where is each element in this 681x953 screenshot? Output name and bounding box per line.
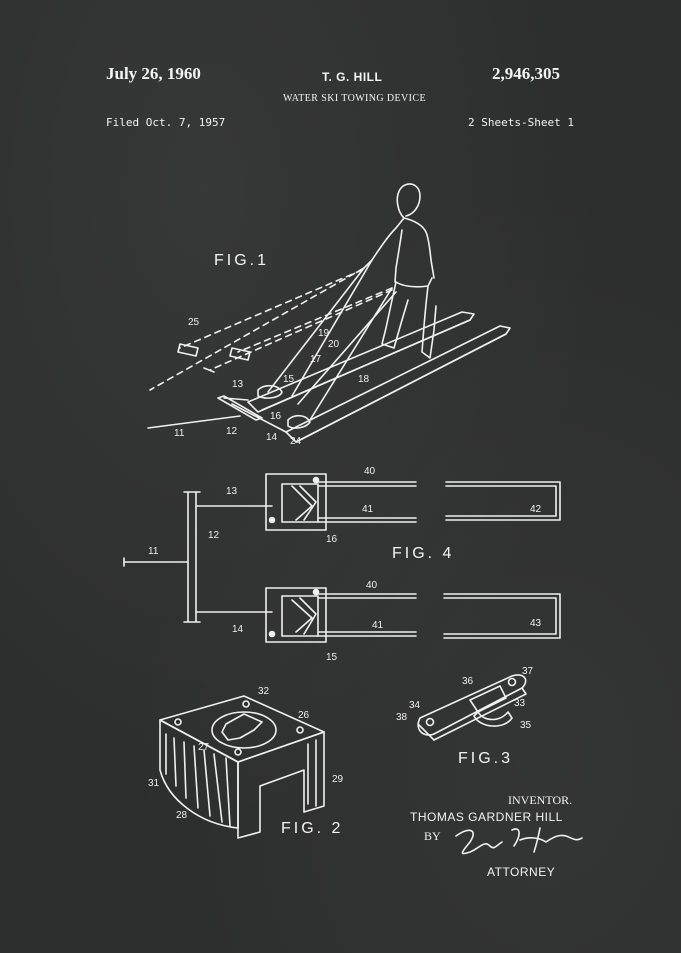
filed-date: Filed Oct. 7, 1957 — [106, 116, 226, 129]
ref-11-fig4: 11 — [148, 546, 159, 557]
mount-plate-upper — [265, 473, 327, 531]
ref-37: 37 — [522, 666, 534, 677]
fig2-drawing — [159, 695, 325, 839]
fig3-label: FIG.3 — [458, 750, 514, 767]
ref-14-fig4: 14 — [232, 624, 244, 635]
tow-line — [267, 259, 397, 421]
block-hatch — [165, 733, 317, 827]
binding-center — [469, 685, 507, 713]
inventor-short-name: T. G. HILL — [322, 70, 383, 84]
mount-plate-lower — [265, 587, 327, 643]
attorney-signature — [455, 827, 583, 855]
ref-14-fig1: 14 — [266, 432, 278, 443]
mount-detail-lower — [281, 595, 319, 637]
ref-41-upper: 41 — [362, 504, 374, 515]
ref-17: 17 — [310, 354, 322, 365]
attorney-label: ATTORNEY — [487, 865, 556, 879]
ref-42: 42 — [530, 504, 542, 515]
rail-41-upper — [317, 517, 417, 523]
ref-19: 19 — [318, 328, 330, 339]
rope-end-block — [177, 343, 251, 373]
skier-figure — [363, 183, 437, 359]
patent-number: 2,946,305 — [492, 64, 560, 83]
block-hole — [211, 711, 277, 749]
mount-detail-upper — [281, 483, 319, 523]
ref-31: 31 — [148, 778, 160, 789]
rail-40-upper — [317, 481, 561, 521]
ref-36: 36 — [462, 676, 474, 687]
rail-40-lower — [317, 593, 561, 639]
fig3-drawing — [417, 674, 527, 741]
crossbar — [183, 491, 201, 623]
ref-41-lower: 41 — [372, 620, 384, 631]
ref-40-upper: 40 — [364, 466, 376, 477]
patent-date: July 26, 1960 — [106, 64, 201, 83]
ref-40-lower: 40 — [366, 580, 378, 591]
right-ski — [285, 325, 511, 443]
ref-24: 24 — [290, 436, 302, 447]
fig1-label: FIG.1 — [214, 252, 270, 269]
ref-20: 20 — [328, 339, 340, 350]
sheet-number: 2 Sheets-Sheet 1 — [468, 116, 574, 129]
ref-13-fig4: 13 — [226, 486, 238, 497]
by-label: BY — [424, 829, 441, 843]
fig1-drawing — [147, 183, 511, 443]
tow-bar — [217, 395, 287, 433]
inventor-full-name: THOMAS GARDNER HILL — [410, 810, 563, 824]
fig4-drawing — [123, 473, 561, 643]
ski-binding — [257, 384, 311, 429]
binding-base — [473, 711, 513, 727]
ref-27: 27 — [198, 742, 210, 753]
ski-edge — [261, 319, 507, 441]
ref-12-fig1: 12 — [226, 426, 238, 437]
left-ski — [247, 311, 475, 413]
ref-16-fig1: 16 — [270, 411, 282, 422]
ref-33: 33 — [514, 698, 526, 709]
ref-35: 35 — [520, 720, 532, 731]
ref-12-fig4: 12 — [208, 530, 220, 541]
inventor-label: INVENTOR. — [508, 793, 573, 807]
binding-plate-edge — [417, 687, 527, 741]
ref-11-fig1: 11 — [174, 428, 185, 439]
ref-32: 32 — [258, 686, 270, 697]
ref-26: 26 — [298, 710, 310, 721]
ref-43: 43 — [530, 618, 542, 629]
tow-rope — [147, 415, 241, 429]
dashed-rope — [149, 267, 393, 391]
block-side — [237, 731, 325, 839]
ref-16-fig4: 16 — [326, 534, 338, 545]
ref-38: 38 — [396, 712, 408, 723]
ref-25: 25 — [188, 317, 200, 328]
ref-29: 29 — [332, 774, 344, 785]
fig4-label: FIG. 4 — [392, 545, 455, 562]
ref-18: 18 — [358, 374, 370, 385]
ref-13-fig1: 13 — [232, 379, 244, 390]
patent-title: WATER SKI TOWING DEVICE — [283, 93, 426, 104]
ref-34: 34 — [409, 700, 421, 711]
ref-28: 28 — [176, 810, 188, 821]
ref-15-fig1: 15 — [283, 374, 295, 385]
ref-15-fig4: 15 — [326, 652, 338, 663]
rail-41-lower — [317, 631, 417, 637]
block-key — [221, 713, 263, 741]
tow-rope-fig4 — [123, 557, 189, 567]
fig2-label: FIG. 2 — [281, 820, 344, 837]
